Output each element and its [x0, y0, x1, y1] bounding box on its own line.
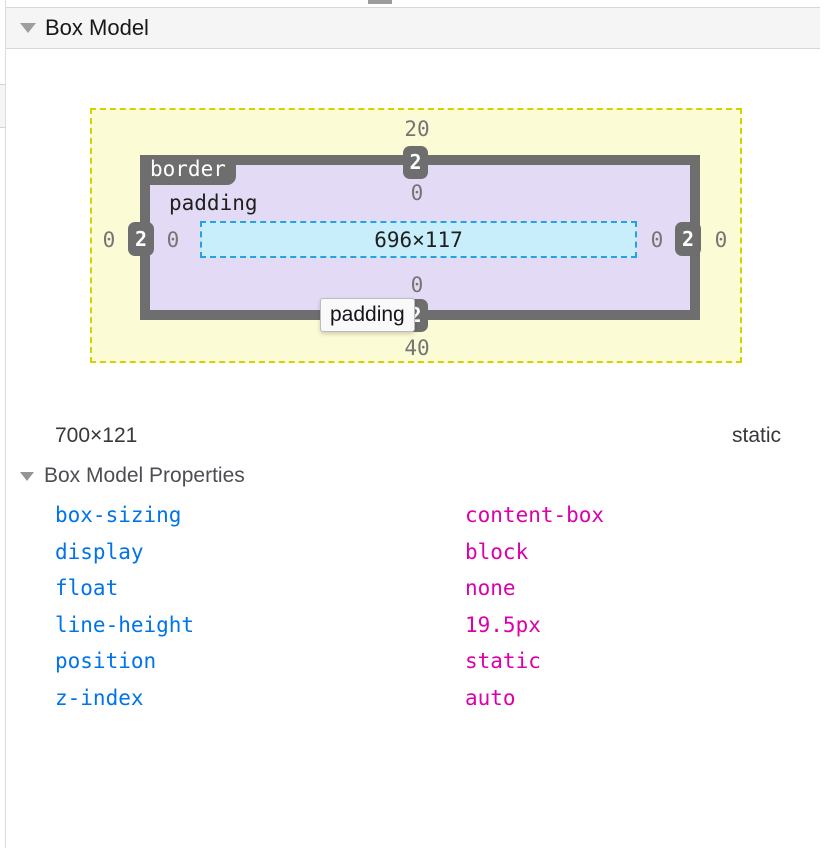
panel-left-divider	[5, 0, 6, 848]
property-name: display	[55, 539, 144, 564]
section-title: Box Model	[45, 15, 149, 40]
border-label: border	[140, 155, 236, 185]
property-value: block	[465, 539, 529, 564]
property-value: auto	[465, 685, 516, 710]
property-value: none	[465, 576, 516, 600]
padding-bottom-value[interactable]: 0	[410, 273, 424, 297]
property-name: box-sizing	[55, 503, 182, 527]
property-row: position static	[55, 643, 782, 680]
border-right-value[interactable]: 2	[675, 222, 701, 256]
margin-right-value[interactable]: 0	[714, 228, 728, 252]
content-region[interactable]: 696×117	[200, 221, 637, 258]
border-left-value[interactable]: 2	[128, 222, 154, 256]
box-model-section-header[interactable]: Box Model	[6, 7, 820, 49]
padding-left-value[interactable]: 0	[166, 228, 180, 252]
property-row: z-index auto	[55, 680, 782, 717]
padding-tooltip: padding	[320, 298, 415, 332]
element-dimensions: 700×121	[55, 424, 138, 447]
property-name: float	[55, 576, 119, 600]
margin-left-value[interactable]: 0	[102, 228, 116, 252]
padding-right-value[interactable]: 0	[650, 228, 664, 252]
margin-top-value[interactable]: 20	[404, 117, 430, 141]
content-size-label: 696×117	[374, 227, 463, 252]
property-name: z-index	[55, 685, 144, 710]
property-name: position	[55, 649, 157, 673]
margin-bottom-value[interactable]: 40	[404, 336, 430, 360]
element-position: static	[731, 424, 781, 447]
padding-label: padding	[169, 191, 258, 215]
box-model-properties-header[interactable]: Box Model Properties	[0, 462, 820, 490]
properties-list: box-sizing content-box display block flo…	[55, 497, 782, 716]
property-row: display block	[55, 534, 782, 571]
property-name: line-height	[55, 612, 195, 637]
properties-title: Box Model Properties	[44, 464, 245, 487]
splitter-handle	[368, 0, 392, 4]
collapse-triangle-icon	[20, 471, 34, 481]
padding-top-value[interactable]: 0	[410, 181, 424, 205]
property-value: 19.5px	[465, 612, 541, 637]
property-row: box-sizing content-box	[55, 497, 782, 534]
property-value: static	[465, 649, 541, 673]
property-row: line-height 19.5px	[55, 607, 782, 644]
property-row: float none	[55, 570, 782, 607]
property-value: content-box	[465, 503, 605, 527]
clipped-sidebar-edge	[0, 84, 5, 128]
collapse-triangle-icon	[20, 23, 36, 33]
border-top-value[interactable]: 2	[403, 146, 428, 179]
